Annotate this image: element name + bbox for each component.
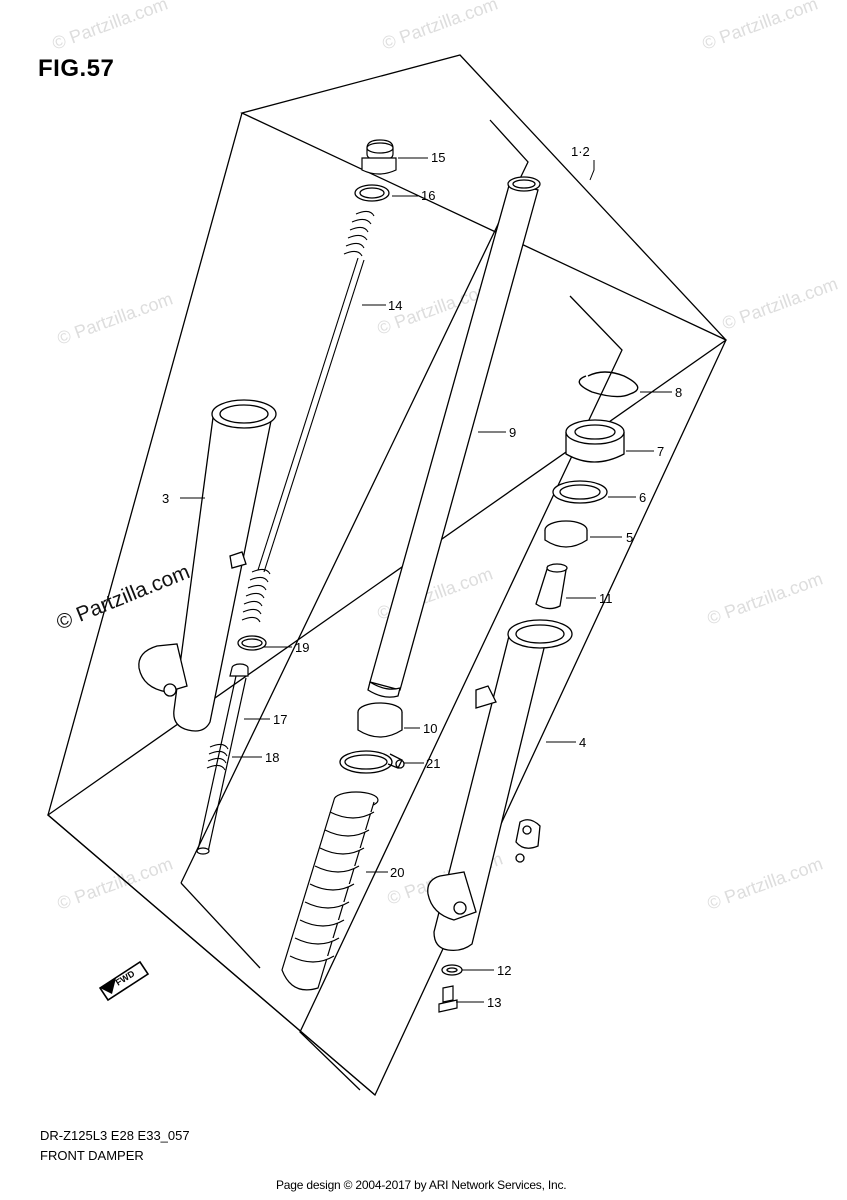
diagram-name: FRONT DAMPER	[40, 1148, 144, 1163]
watermark-text: © Partzilla.com	[380, 0, 501, 54]
part-14-fork-spring	[241, 210, 375, 623]
part-5-slide-bushing	[544, 520, 588, 548]
part-8-retaining-clip	[578, 371, 639, 398]
part-21-clamp-band	[339, 750, 405, 774]
callout-21: 21	[426, 756, 440, 771]
fwd-arrow-icon: FWD	[98, 960, 150, 1002]
callout-16: 16	[421, 188, 435, 203]
inner-boundary-left	[180, 119, 529, 884]
callout-10: 10	[423, 721, 437, 736]
part-19-snap-ring	[237, 635, 267, 651]
part-9-inner-tube	[367, 176, 541, 698]
part-3-outer-tube	[138, 399, 277, 732]
part-10-bushing	[357, 702, 403, 738]
watermark-text: © Partzilla.com	[705, 568, 826, 628]
callout-3: 3	[162, 491, 169, 506]
part-13-drain-bolt	[438, 985, 458, 1013]
callout-19: 19	[295, 640, 309, 655]
watermark-text: © Partzilla.com	[720, 273, 841, 333]
part-4-outer-tube	[427, 619, 573, 952]
part-7-oil-seal	[565, 419, 625, 463]
watermark-text: © Partzilla.com	[55, 853, 176, 913]
part-15-cap-bolt	[361, 139, 397, 175]
callout-1-2: 1·2	[571, 144, 590, 159]
callout-9: 9	[509, 425, 516, 440]
callout-13: 13	[487, 995, 501, 1010]
part-18-rebound-spring	[206, 743, 229, 771]
callout-4: 4	[579, 735, 586, 750]
callout-12: 12	[497, 963, 511, 978]
watermark-text: © Partzilla.com	[700, 0, 821, 54]
assembly-outlines	[46, 54, 727, 1097]
inner-boundary-outer-tube	[180, 882, 261, 969]
callout-20: 20	[390, 865, 404, 880]
callout-15: 15	[431, 150, 445, 165]
part-6-washer	[552, 480, 608, 504]
callout-18: 18	[265, 750, 279, 765]
watermark-text: © Partzilla.com	[55, 288, 176, 348]
main-watermark: © Partzilla.com	[53, 560, 193, 634]
callout-11: 11	[599, 591, 613, 606]
callout-14: 14	[388, 298, 402, 313]
watermark-text: © Partzilla.com	[705, 853, 826, 913]
callout-6: 6	[639, 490, 646, 505]
callouts: 15 16 14 1·2 8 9 7 6 5 11 3 4 19 17 18 1…	[162, 144, 682, 1010]
leader-lines	[180, 157, 672, 1003]
diagram-code: DR-Z125L3 E28 E33_057	[40, 1128, 190, 1143]
part-20-fork-boot	[281, 791, 379, 991]
part-16-o-ring	[354, 184, 390, 202]
part-11-oil-lock-piece	[535, 563, 568, 610]
callout-17: 17	[273, 712, 287, 727]
inner-boundary-right	[299, 295, 623, 1091]
watermark-text: © Partzilla.com	[50, 0, 171, 54]
part-12-gasket	[441, 964, 463, 976]
callout-5: 5	[626, 530, 633, 545]
page-credit: Page design © 2004-2017 by ARI Network S…	[276, 1178, 567, 1192]
callout-7: 7	[657, 444, 664, 459]
callout-8: 8	[675, 385, 682, 400]
part-17-damper-rod	[196, 663, 249, 855]
figure-title: FIG.57	[38, 55, 115, 82]
outer-boundary-left	[47, 112, 376, 1096]
